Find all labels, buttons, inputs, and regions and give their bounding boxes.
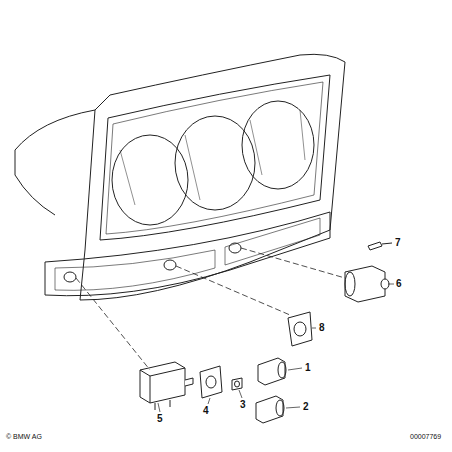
- bezel-8: [288, 312, 312, 346]
- panel-recess-left: [55, 250, 215, 290]
- leader-6: [388, 284, 394, 285]
- knob-face-2: [276, 400, 284, 416]
- panel-recess-right: [225, 218, 320, 265]
- cluster-housing: [80, 62, 345, 300]
- leader-1: [288, 368, 302, 370]
- gauge-center: [175, 116, 255, 210]
- switch-shaft-5: [185, 378, 193, 386]
- callout-number: 6: [396, 279, 402, 289]
- switch-pins-5: [155, 400, 170, 410]
- install-line-5: [76, 278, 150, 370]
- switch-6: [345, 266, 385, 302]
- glass-reflections: [120, 110, 305, 205]
- switch-hole-right: [229, 243, 241, 253]
- switch-hole-left: [64, 272, 76, 282]
- switch-face-6: [345, 272, 355, 296]
- gauge-right: [242, 101, 314, 189]
- nut-hole-3: [235, 381, 240, 387]
- callout-number: 2: [303, 402, 309, 412]
- install-line-6: [241, 248, 345, 278]
- callout-number: 5: [157, 414, 163, 424]
- switch-panel: [45, 212, 330, 296]
- bulb-leader-7: [382, 243, 392, 244]
- leader-4: [208, 398, 210, 404]
- leader-3: [239, 390, 242, 398]
- callout-number: 7: [395, 238, 401, 248]
- leader-2: [286, 407, 300, 408]
- footer-text: 00007769: [410, 433, 441, 440]
- leader-lines: [158, 284, 394, 412]
- install-line-8: [176, 266, 290, 315]
- dash-left-edge: [15, 150, 55, 215]
- callout-number: 8: [319, 323, 325, 333]
- bezel-hole-4: [206, 376, 216, 388]
- nut-3: [232, 378, 242, 390]
- knob-1: [258, 358, 285, 385]
- switch-body-5: [140, 362, 185, 403]
- callout-number: 1: [305, 363, 311, 373]
- bezel-hole-8: [294, 322, 306, 336]
- leader-5: [158, 403, 160, 412]
- switch-button-6: [381, 279, 389, 289]
- install-lines: [76, 248, 345, 370]
- cluster-face: [100, 75, 330, 240]
- bulb-7: [368, 242, 382, 250]
- callout-number: 4: [203, 406, 209, 416]
- footer-text: © BMW AG: [6, 433, 42, 440]
- leader-8: [312, 328, 316, 329]
- bezel-4: [200, 366, 222, 398]
- knob-face-1: [278, 362, 286, 378]
- switch-hole-center: [164, 260, 176, 270]
- callout-number: 3: [240, 400, 246, 410]
- knob-2: [256, 396, 283, 423]
- cluster-glass: [106, 82, 323, 234]
